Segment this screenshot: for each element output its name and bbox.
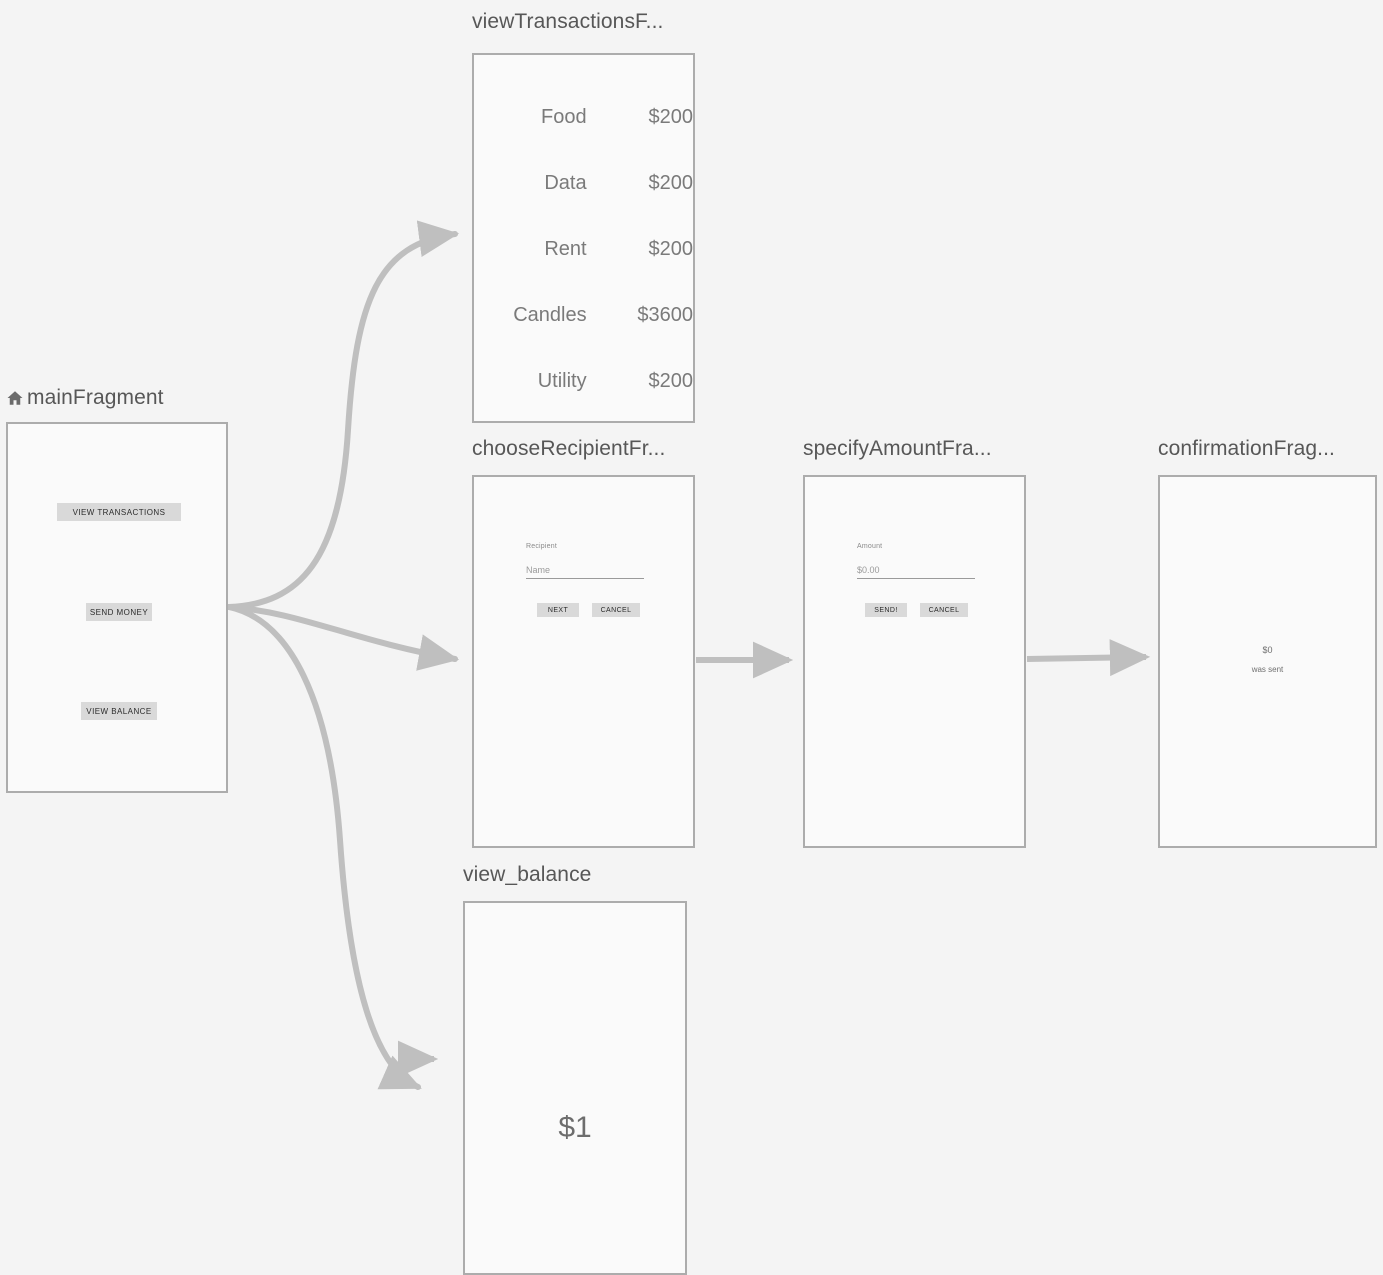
edge-specify-amount-to-confirmation	[1026, 639, 1151, 677]
cancel-button[interactable]: CANCEL	[920, 603, 968, 617]
cancel-button[interactable]: CANCEL	[592, 603, 640, 617]
view-balance-button[interactable]: VIEW BALANCE	[81, 702, 157, 720]
transaction-row: Rent $200	[474, 238, 693, 261]
transaction-amount: $200	[648, 106, 694, 128]
card-view-balance[interactable]: $1	[463, 901, 687, 1275]
card-view-transactions[interactable]: Food $200 Data $200 Rent $200 Candles $3…	[472, 53, 695, 423]
amount-field-label: Amount	[857, 543, 883, 550]
transaction-row: Candles $3600	[474, 304, 693, 327]
destination-title-specify-amount: specifyAmountFra...	[803, 437, 992, 460]
destination-title-main-label: mainFragment	[27, 386, 164, 409]
transaction-name: Rent	[544, 238, 587, 260]
view-transactions-button[interactable]: VIEW TRANSACTIONS	[57, 503, 181, 521]
transaction-row: Utility $200	[474, 370, 693, 393]
edge-main-to-view-balance	[226, 604, 422, 1090]
recipient-name-input[interactable]: Name	[526, 565, 644, 579]
balance-amount: $1	[558, 1111, 592, 1144]
transaction-row: Food $200	[474, 106, 693, 129]
transaction-row: Data $200	[474, 172, 693, 195]
recipient-field-label: Recipient	[526, 543, 557, 550]
transaction-amount: $200	[648, 238, 694, 260]
destination-title-main: mainFragment	[6, 386, 164, 410]
send-button[interactable]: SEND!	[865, 603, 907, 617]
transaction-amount: $200	[648, 370, 694, 392]
transaction-name: Data	[544, 172, 587, 194]
edge-main-to-transactions	[226, 220, 460, 610]
confirmation-message: was sent	[1251, 665, 1284, 674]
transaction-name: Candles	[513, 304, 587, 326]
transaction-name: Utility	[537, 370, 587, 392]
confirmation-amount: $0	[1262, 645, 1273, 655]
card-specify-amount[interactable]: Amount $0.00 SEND! CANCEL	[803, 475, 1026, 848]
card-main-fragment[interactable]: VIEW TRANSACTIONS SEND MONEY VIEW BALANC…	[6, 422, 228, 793]
card-choose-recipient[interactable]: Recipient Name NEXT CANCEL	[472, 475, 695, 848]
amount-input[interactable]: $0.00	[857, 565, 975, 579]
destination-title-transactions: viewTransactionsF...	[472, 10, 664, 33]
next-button[interactable]: NEXT	[537, 603, 579, 617]
transaction-amount: $200	[648, 172, 694, 194]
card-confirmation[interactable]: $0 was sent	[1158, 475, 1377, 848]
destination-title-choose-recipient: chooseRecipientFr...	[472, 437, 666, 460]
send-money-button[interactable]: SEND MONEY	[86, 603, 152, 621]
home-icon	[6, 389, 24, 407]
destination-title-view-balance: view_balance	[463, 863, 592, 886]
transaction-name: Food	[541, 106, 587, 128]
transaction-amount: $3600	[637, 304, 693, 326]
edge-main-to-choose-recipient	[226, 604, 460, 671]
destination-title-confirmation: confirmationFrag...	[1158, 437, 1335, 460]
